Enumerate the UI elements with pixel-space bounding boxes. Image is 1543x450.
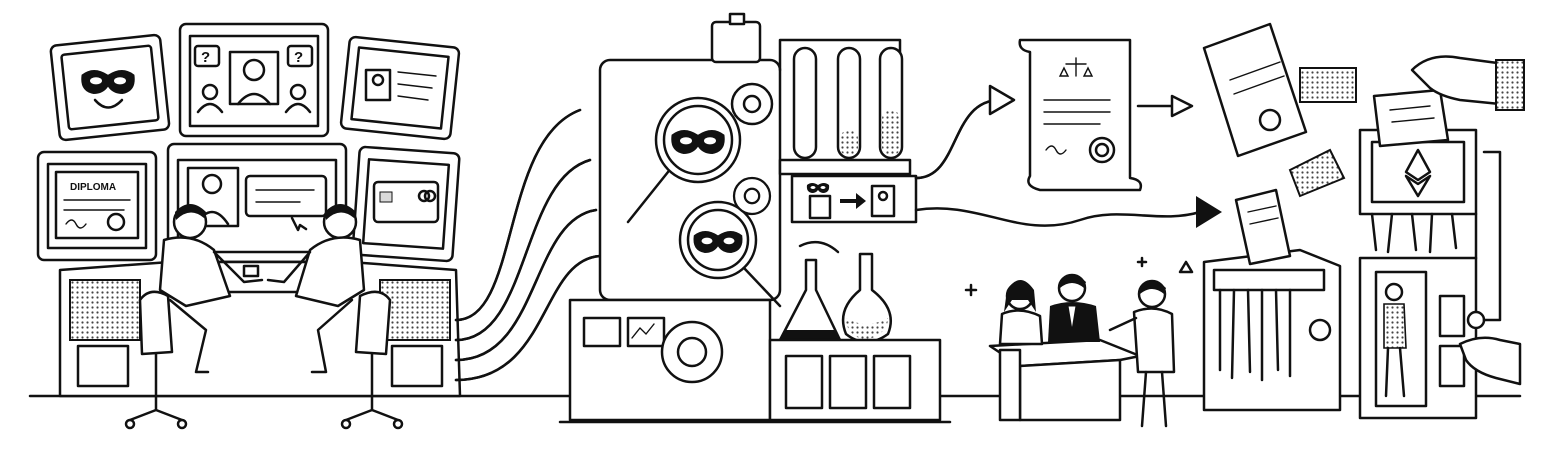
gear-icon <box>730 82 774 126</box>
hand-bottom-right <box>1458 336 1522 386</box>
monitor-profile: ? ? <box>178 22 330 138</box>
monitor-main <box>166 142 348 264</box>
magnifier-bottom <box>678 200 782 308</box>
diploma-label: DIPLOMA <box>70 182 116 193</box>
office-meeting <box>964 256 1194 428</box>
question-mark-left: ? <box>201 49 210 66</box>
monitor-credit-card <box>351 145 461 263</box>
cables-left <box>454 108 602 382</box>
operator-right <box>266 204 404 430</box>
flasks <box>778 240 892 344</box>
desk-console <box>58 260 462 398</box>
output-arrows <box>914 84 1222 228</box>
forgery-machine <box>558 12 952 424</box>
magnifier-top <box>626 96 742 224</box>
crypto-machine <box>1358 88 1478 254</box>
document-disposal <box>1202 22 1525 420</box>
gear-icon <box>660 320 724 384</box>
gear-icon <box>732 176 772 216</box>
monitor-id-card <box>339 35 461 141</box>
monitor-diploma: DIPLOMA <box>36 150 158 262</box>
person-woman <box>998 280 1044 346</box>
forgery-workstation: ? ? DIPLOMA <box>36 22 462 430</box>
question-mark-right: ? <box>294 49 303 66</box>
identity-booth <box>1358 150 1502 420</box>
conversion-panel <box>790 174 918 224</box>
person-businessman <box>1048 273 1100 342</box>
operator-left <box>124 204 264 430</box>
person-client <box>1108 279 1176 428</box>
certificate-handover <box>1202 22 1357 158</box>
paper-shredder <box>1202 148 1346 412</box>
test-tubes <box>778 46 912 176</box>
monitor-mask <box>49 33 171 142</box>
legal-document <box>1018 38 1143 192</box>
